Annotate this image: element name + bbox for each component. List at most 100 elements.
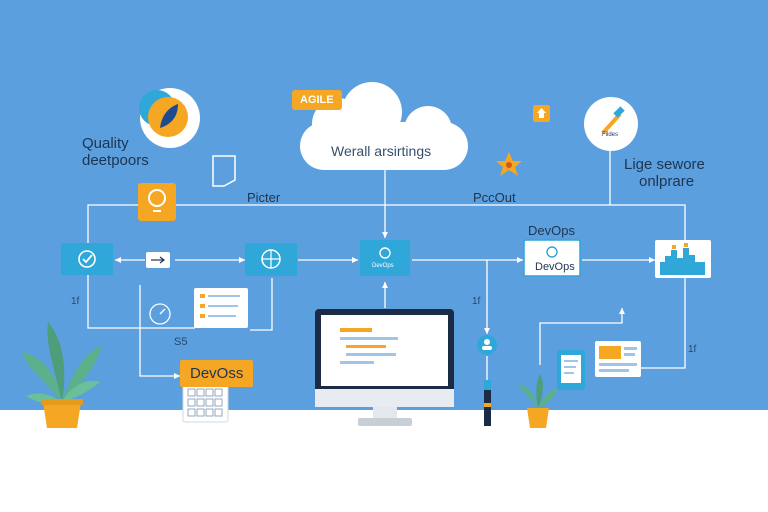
browser-line-4 — [599, 369, 629, 372]
check-node-tile — [61, 243, 113, 275]
devops-node — [523, 239, 581, 277]
arrow-right-icon — [146, 252, 170, 268]
tools-head — [613, 106, 625, 118]
user-body — [482, 346, 492, 350]
list-line-1 — [208, 295, 240, 297]
browser-line-2 — [624, 353, 635, 356]
arrowhead-2 — [239, 257, 245, 263]
note-icon — [212, 155, 236, 187]
globe-icon — [245, 243, 297, 276]
arrowhead-3 — [352, 257, 358, 263]
right-chart-flag-1 — [672, 245, 676, 249]
calendar-cell — [196, 388, 205, 397]
number-left: 1f — [71, 296, 80, 307]
star-center — [506, 162, 512, 168]
check-icon — [61, 243, 113, 275]
calendar-cell — [205, 398, 214, 407]
pen-body — [484, 390, 491, 426]
calendar-cell — [196, 398, 205, 407]
right-chart-skyline — [660, 248, 705, 275]
calendar-cell — [205, 408, 214, 417]
list-line-2 — [208, 305, 238, 307]
leaf-icon — [139, 88, 200, 148]
floor — [0, 410, 768, 512]
browser-card — [595, 341, 641, 377]
plant-large-leaf-4 — [62, 380, 100, 402]
check-node-circle — [78, 250, 96, 268]
monitor-line-5 — [340, 361, 374, 364]
home-icon — [533, 105, 550, 122]
arrowheads — [115, 232, 655, 379]
monitor-line-4 — [346, 353, 396, 356]
calendar-cell — [205, 388, 214, 397]
ligse-label-line2: onlprare — [639, 173, 695, 190]
browser-header — [599, 346, 621, 359]
monitor-line-2 — [340, 337, 398, 340]
connector-globe-down — [250, 278, 273, 331]
tablet-line-3 — [564, 372, 574, 374]
list-card — [194, 288, 248, 328]
connector-left-bottom — [139, 285, 180, 377]
arrowhead-9 — [484, 328, 490, 334]
lightbulb-bulb — [148, 189, 166, 207]
calendar-cell — [187, 398, 196, 407]
plant-small-leaf-1 — [518, 384, 538, 408]
connector-right-mid — [539, 308, 623, 365]
devops-top-label: DevOps — [528, 223, 575, 238]
arrowhead-11 — [619, 308, 625, 314]
dial-circle — [149, 303, 171, 325]
plant-small-leaf-2 — [536, 374, 543, 408]
calendar-grid — [187, 388, 223, 417]
monitor-screen — [321, 315, 448, 386]
star-icon — [496, 152, 522, 176]
connector-right-down — [632, 278, 686, 369]
monitor-icon — [315, 309, 454, 426]
chart-node-label: DevOps — [372, 263, 394, 269]
number-mid: 1f — [472, 296, 481, 307]
calendar-cell — [214, 388, 223, 397]
tablet-icon — [557, 350, 585, 390]
cloud-text: Werall arsirtings — [331, 143, 432, 159]
plant-small-pot — [527, 408, 549, 428]
number-s5: S5 — [174, 336, 188, 348]
lightbulb-tile — [138, 183, 176, 221]
devoss-tag: DevOss — [180, 360, 254, 387]
ligse-label-line1: Lige sewore — [624, 156, 705, 173]
connector-top-line — [87, 204, 686, 258]
list-bullet-3 — [200, 314, 205, 318]
tablet-screen — [561, 355, 581, 383]
calendar-cell — [214, 398, 223, 407]
home-shape — [537, 108, 546, 113]
devops-node-mark — [546, 246, 558, 258]
small-plant-icon — [518, 374, 558, 428]
plant-large-pot-rim — [41, 399, 83, 405]
chart-node-mark — [379, 247, 391, 259]
right-chart-card — [655, 240, 711, 278]
user-head — [484, 339, 490, 345]
arrowhead-8 — [174, 373, 180, 379]
quality-badge-leaf — [160, 104, 178, 128]
number-right: 1f — [688, 344, 697, 355]
lightbulb-icon — [138, 183, 176, 221]
list-card-frame — [194, 288, 248, 328]
pen-icon — [484, 380, 491, 426]
agile-tag: AGILE — [292, 90, 342, 110]
arrowhead-5 — [649, 257, 655, 263]
calendar-cell — [187, 408, 196, 417]
dial-icon — [149, 303, 171, 325]
pictter-label: Picter — [247, 190, 281, 205]
devops-node-label: DevOps — [535, 261, 575, 273]
calendar-cell — [187, 388, 196, 397]
browser-line-3 — [599, 363, 637, 366]
pen-cap — [484, 380, 491, 390]
monitor-stand-base — [358, 418, 412, 426]
arrow-card-head — [159, 256, 165, 264]
calendar-icon — [182, 383, 229, 423]
check-mark — [82, 254, 93, 264]
list-bullet-1 — [200, 294, 205, 298]
plant-large-leaf-3 — [62, 345, 102, 402]
monitor-line-1 — [340, 328, 372, 332]
list-line-3 — [208, 315, 236, 317]
browser-line-1 — [624, 347, 637, 350]
list-bullet-2 — [200, 304, 205, 308]
